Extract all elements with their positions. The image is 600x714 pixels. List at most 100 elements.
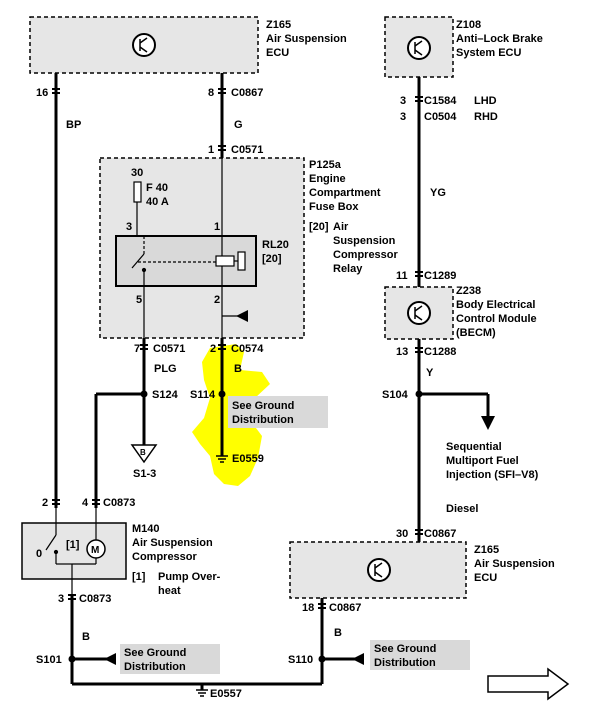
ground-dist-arrow-2 [104, 653, 116, 665]
splice-s101: S101 [36, 654, 62, 666]
pin-16: 16 [36, 87, 48, 99]
fuse-name: F 40 [146, 182, 168, 194]
arrow-to-sfi [481, 416, 495, 430]
pin-7: 7 [134, 343, 140, 355]
p125a-line2: Compartment [309, 187, 381, 199]
z238-line2: Control Module [456, 313, 537, 325]
relay-desc-line4: Relay [333, 263, 363, 275]
splice-s110: S110 [288, 654, 313, 666]
pin-3-m140: 3 [58, 593, 64, 605]
sfi-line2: Multiport Fuel [446, 455, 519, 467]
transistor-icon [367, 558, 391, 582]
z165-bottom-line1: Air Suspension [474, 558, 555, 570]
m140-inner-ref: [1] [66, 539, 80, 551]
ground-dist-3-line1: See Ground [374, 643, 436, 655]
z165-top-line2: ECU [266, 47, 289, 59]
ground-dist-panel-3 [370, 640, 470, 670]
splice-s114: S114 [190, 389, 216, 401]
wire-color-b2: B [82, 631, 90, 643]
ground-arrow-icon [130, 444, 158, 464]
pin-3-lhd: 3 [400, 95, 406, 107]
splice-s101-dot [68, 655, 76, 663]
fuse-rating: 40 A [146, 196, 169, 208]
transistor-icon [132, 33, 156, 57]
connector-ticks [52, 88, 423, 609]
ground-dist-arrow-3 [352, 653, 364, 665]
splice-s124: S124 [152, 389, 179, 401]
z238-id: Z238 [456, 285, 481, 297]
pin-1-top: 1 [208, 144, 214, 156]
ground-dist-panel-1 [228, 396, 328, 428]
pin-13: 13 [396, 346, 408, 358]
connector-c0873-bot: C0873 [79, 593, 111, 605]
relay-ref-inner: [20] [262, 253, 282, 265]
pin-0-m140: 0 [36, 548, 42, 560]
ground-dist-2-line1: See Ground [124, 647, 186, 659]
next-page-arrow-icon[interactable] [487, 667, 570, 701]
wire-color-yg: YG [430, 187, 446, 199]
splice-s104-dot [415, 390, 423, 398]
p125a-line1: Engine [309, 173, 346, 185]
s1-3-ref: S1-3 [133, 468, 156, 480]
connector-c1584: C1584 [424, 95, 457, 107]
wire-color-b3: B [334, 627, 342, 639]
m140-note-line1: Pump Over- [158, 571, 221, 583]
z165-top-id: Z165 [266, 19, 291, 31]
splice-s114-dot [218, 390, 226, 398]
pin-1-relay: 1 [214, 221, 220, 233]
connector-c1289: C1289 [424, 270, 456, 282]
connector-c0867-bot: C0867 [329, 602, 361, 614]
pin-30-ecu: 30 [396, 528, 408, 540]
relay-desc-line2: Suspension [333, 235, 396, 247]
motor-label: M [91, 545, 99, 556]
splice-s110-dot [318, 655, 326, 663]
m140-note-ref: [1] [132, 571, 146, 583]
pin-4-m140: 4 [82, 497, 89, 509]
motor-icon: M [86, 539, 106, 559]
variant-rhd: RHD [474, 111, 498, 123]
relay-switch-icon [131, 236, 246, 286]
ground-dist-1-line1: See Ground [232, 400, 294, 412]
pin-3-relay: 3 [126, 221, 132, 233]
variant-diesel: Diesel [446, 503, 478, 515]
m140-id: M140 [132, 523, 160, 535]
ground-dist-panel-2 [120, 644, 220, 674]
fuse-number: 30 [131, 167, 143, 179]
sfi-line1: Sequential [446, 441, 502, 453]
splice-s124-dot [140, 390, 148, 398]
pin-2-box: 2 [210, 343, 216, 355]
m140-line1: Air Suspension [132, 537, 213, 549]
ground-e0559: E0559 [232, 453, 264, 465]
z108-line1: Anti–Lock Brake [456, 33, 543, 45]
ground-e0557: E0557 [210, 688, 242, 700]
connector-c0574: C0574 [231, 343, 264, 355]
relay-ref: [20] [309, 221, 329, 233]
compressor-switch-icon [45, 508, 97, 595]
connector-c1288: C1288 [424, 346, 456, 358]
transistor-icon [407, 301, 431, 325]
relay-id: RL20 [262, 239, 289, 251]
relay-desc-line3: Compressor [333, 249, 399, 261]
connector-c0571-bot: C0571 [153, 343, 185, 355]
pin-2-m140: 2 [42, 497, 48, 509]
z165-bottom-line2: ECU [474, 572, 497, 584]
ground-dist-3-line2: Distribution [374, 657, 436, 669]
pin-3-rhd: 3 [400, 111, 406, 123]
z165-top-line1: Air Suspension [266, 33, 347, 45]
m140-note-line2: heat [158, 585, 181, 597]
relay-rl20-box [115, 235, 257, 287]
ground-arrow-label: B [140, 448, 146, 457]
z238-line3: (BECM) [456, 327, 496, 339]
transistor-icon [407, 36, 431, 60]
wire-color-bp: BP [66, 119, 81, 131]
connector-c0867-top: C0867 [231, 87, 263, 99]
relay-desc-line1: Air [333, 221, 349, 233]
wire-color-b1: B [234, 363, 242, 375]
ground-e0559-icon [216, 455, 228, 463]
connector-c0873-top: C0873 [103, 497, 135, 509]
sfi-line3: Injection (SFI–V8) [446, 469, 539, 481]
connector-c0504: C0504 [424, 111, 457, 123]
ground-dist-arrow-1 [236, 310, 248, 322]
